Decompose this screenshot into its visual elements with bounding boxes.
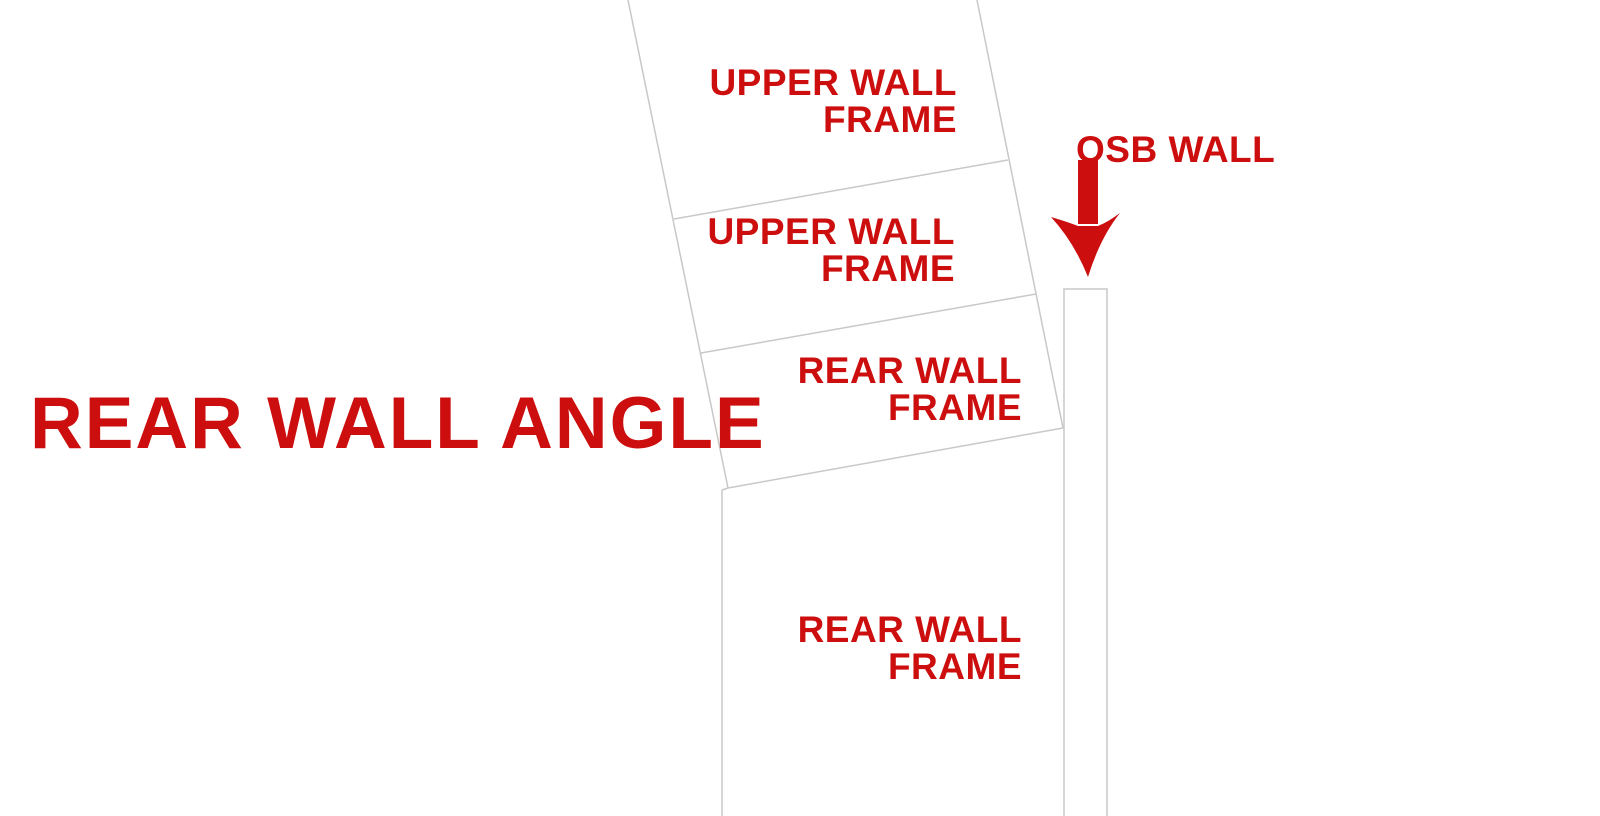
- angled-frame-left-edge: [627, 0, 729, 489]
- label-line: REAR WALL: [797, 350, 1022, 391]
- angled-frame-right-edge: [976, 0, 1064, 429]
- upper-wall-frame-label-2: UPPER WALL FRAME: [707, 213, 955, 287]
- osb-wall-label: OSB WALL: [1076, 129, 1276, 170]
- frame-divider-3: [727, 427, 1064, 489]
- label-line: FRAME: [820, 248, 955, 289]
- label-line: FRAME: [887, 646, 1022, 687]
- label-line: UPPER WALL: [707, 211, 955, 252]
- frame-divider-2: [700, 293, 1037, 354]
- lower-frame-top-join: [721, 487, 729, 491]
- down-arrow-icon: [1051, 160, 1120, 277]
- label-line: UPPER WALL: [709, 62, 957, 103]
- label-line: FRAME: [822, 99, 957, 140]
- osb-wall-panel: [1063, 288, 1108, 816]
- label-line: REAR WALL: [797, 609, 1022, 650]
- upper-wall-frame-label-1: UPPER WALL FRAME: [709, 64, 957, 138]
- rear-wall-frame-label-2: REAR WALL FRAME: [798, 611, 1022, 685]
- diagram-title: REAR WALL ANGLE: [30, 383, 766, 464]
- label-line: FRAME: [887, 387, 1022, 428]
- frame-divider-1: [673, 159, 1009, 220]
- rear-wall-frame-label-1: REAR WALL FRAME: [798, 352, 1022, 426]
